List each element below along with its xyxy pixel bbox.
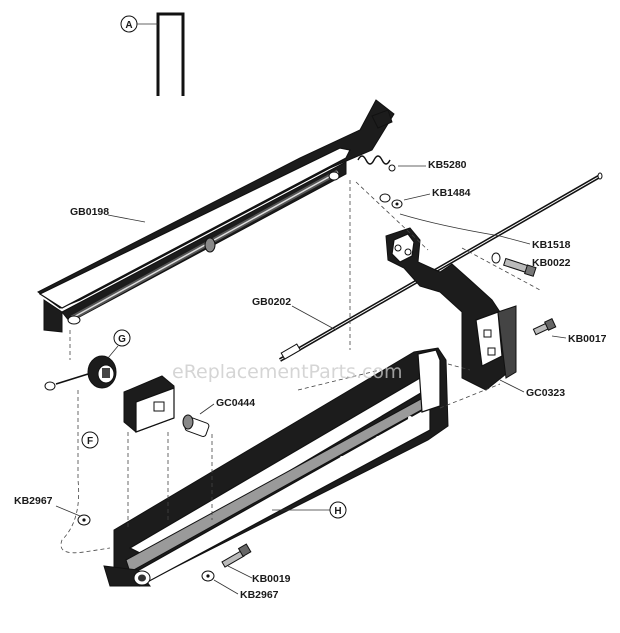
screw-kb0017 [532,318,557,336]
bushing-gc0444 [182,414,210,437]
svg-text:A: A [125,20,132,31]
label-gb0202: GB0202 [252,296,337,331]
svg-text:F: F [87,436,93,447]
cord-f [60,390,111,554]
callout-f: F [81,431,99,449]
svg-text:H: H [334,506,341,517]
label-gc0444: GC0444 [199,397,255,415]
svg-text:KB0019: KB0019 [252,573,291,585]
svg-text:KB0022: KB0022 [532,257,571,269]
svg-text:KB2967: KB2967 [240,589,279,601]
watermark-text: eReplacementParts.com [172,361,403,383]
base-rail-h [103,347,449,587]
label-gc0323: GC0323 [499,379,565,399]
svg-text:KB0017: KB0017 [568,333,607,345]
cable-reel-g [44,355,117,391]
svg-text:KB1518: KB1518 [532,239,571,251]
label-kb5280: KB5280 [398,159,467,171]
part-a-staple [156,12,185,96]
svg-text:KB1484: KB1484 [432,187,471,199]
svg-text:KB2967: KB2967 [14,495,53,507]
callout-h: H [272,501,347,519]
screw-kb0019 [221,543,252,568]
label-kb0019: KB0019 [227,565,291,585]
label-kb2967-bottom: KB2967 [213,579,279,601]
svg-text:KB5280: KB5280 [428,159,467,171]
label-kb2967-left: KB2967 [14,495,81,517]
callout-g: G [107,329,131,359]
head-arm-gb0198 [37,99,395,333]
washer-kb2967-left [77,514,91,526]
bolt-kb0022 [503,257,537,277]
bracket-gc0323 [385,227,517,391]
svg-text:GC0323: GC0323 [526,387,565,399]
label-kb1484: KB1484 [403,187,471,201]
pin-gb0202 [280,343,301,360]
svg-text:G: G [118,334,126,345]
long-rod [279,172,603,362]
label-kb1518: KB1518 [399,213,571,251]
washer-kb1484 [379,193,403,209]
label-kb0017: KB0017 [551,333,607,345]
washer-kb1518 [491,252,501,264]
washer-kb2967-bottom [201,570,215,582]
assembly-lines [69,180,541,530]
svg-text:GB0202: GB0202 [252,296,291,308]
callout-a: A [120,15,158,33]
spring-kb5280 [357,155,396,172]
square-block [123,375,175,433]
label-gb0198: GB0198 [70,206,146,223]
svg-text:GC0444: GC0444 [216,397,255,409]
label-kb0022: KB0022 [532,257,571,269]
svg-text:GB0198: GB0198 [70,206,109,218]
